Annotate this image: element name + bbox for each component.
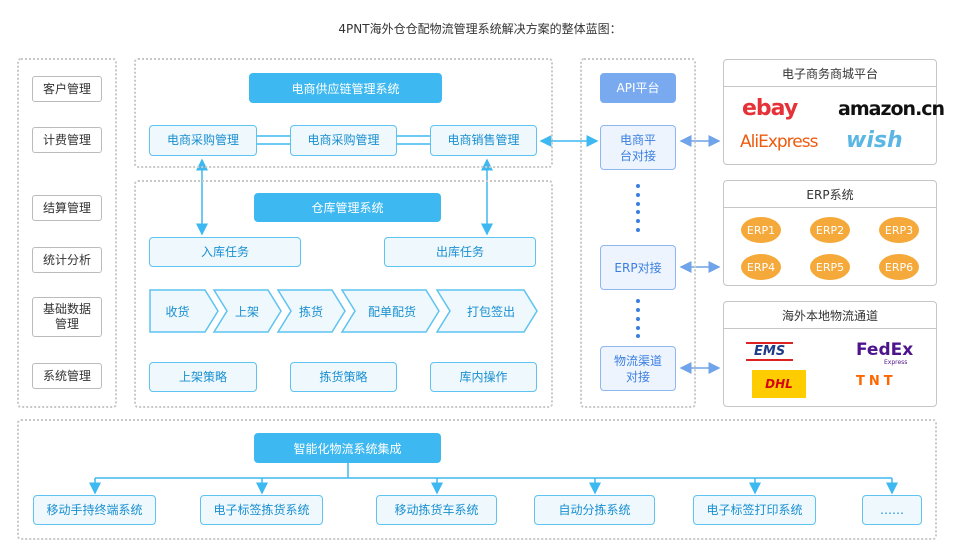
- menu-basic-data[interactable]: 基础数据管理: [32, 297, 102, 337]
- tnt-logo: TNT: [856, 374, 897, 389]
- erp-4: ERP4: [741, 254, 781, 280]
- erp-1: ERP1: [741, 217, 781, 243]
- left-menu-container: [17, 58, 117, 408]
- api-logistics: 物流渠道对接: [600, 346, 676, 391]
- menu-customer[interactable]: 客户管理: [32, 76, 102, 102]
- fedex-logo: FedEx: [856, 340, 914, 360]
- picking-strategy: 拣货策略: [290, 362, 397, 392]
- warehouse-header: 仓库管理系统: [254, 193, 441, 222]
- menu-billing[interactable]: 计费管理: [32, 127, 102, 153]
- flow-chevron-2: [212, 289, 282, 333]
- ecommerce-panel: 电子商务商城平台 ebay amazon.cn AliExpress wish: [723, 59, 945, 165]
- outbound-task: 出库任务: [384, 237, 536, 267]
- menu-settlement[interactable]: 结算管理: [32, 195, 102, 221]
- wish-logo: wish: [846, 128, 903, 153]
- warehouse-container: [134, 180, 553, 408]
- flow-chevron-5: [435, 289, 538, 333]
- ems-logo: EMS: [746, 342, 794, 361]
- supply-purchase-2: 电商采购管理: [290, 125, 397, 156]
- inbound-task: 入库任务: [149, 237, 301, 267]
- integration-picking-cart: 移动拣货车系统: [376, 495, 497, 525]
- fedex-express-label: Express: [884, 359, 908, 366]
- aliexpress-logo: AliExpress: [740, 132, 818, 152]
- flow-allocate: 配单配货: [367, 305, 416, 319]
- flow-chevron-3: [276, 289, 346, 333]
- integration-auto-sorting: 自动分拣系统: [534, 495, 655, 525]
- api-container: [580, 58, 696, 408]
- supply-chain-container: [134, 58, 553, 168]
- supply-purchase-1: 电商采购管理: [149, 125, 257, 156]
- in-warehouse-ops: 库内操作: [430, 362, 537, 392]
- flow-pick: 拣货: [298, 305, 323, 319]
- integration-container: [17, 419, 937, 540]
- integration-header: 智能化物流系统集成: [254, 433, 441, 463]
- integration-more: ……: [862, 495, 922, 525]
- supply-sales: 电商销售管理: [430, 125, 537, 156]
- erp-6: ERP6: [879, 254, 919, 280]
- ebay-logo: ebay: [742, 96, 798, 121]
- logistics-panel: 海外本地物流通道 EMS FedEx Express DHL TNT: [723, 301, 937, 407]
- menu-system[interactable]: 系统管理: [32, 363, 102, 389]
- ecommerce-title: 电子商务商城平台: [724, 60, 936, 87]
- supply-chain-header: 电商供应链管理系统: [249, 73, 442, 103]
- api-ecommerce: 电商平台对接: [600, 125, 676, 170]
- erp-title: ERP系统: [724, 181, 936, 208]
- page-title: 4PNT海外仓仓配物流管理系统解决方案的整体蓝图：: [338, 22, 622, 36]
- erp-5: ERP5: [810, 254, 850, 280]
- dhl-logo: DHL: [752, 370, 806, 398]
- erp-2: ERP2: [810, 217, 850, 243]
- flow-receive: 收货: [165, 305, 190, 319]
- api-platform-header: API平台: [600, 73, 676, 103]
- shelving-strategy: 上架策略: [149, 362, 257, 392]
- flow-pack-ship: 打包签出: [466, 305, 515, 319]
- integration-label-printing: 电子标签打印系统: [693, 495, 816, 525]
- erp-3: ERP3: [879, 217, 919, 243]
- flow-shelve: 上架: [234, 305, 259, 319]
- flow-chevron-1: [149, 289, 219, 333]
- integration-e-label-picking: 电子标签拣货系统: [200, 495, 323, 525]
- integration-handheld: 移动手持终端系统: [33, 495, 156, 525]
- api-erp: ERP对接: [600, 245, 676, 290]
- menu-statistics[interactable]: 统计分析: [32, 247, 102, 273]
- erp-panel: ERP系统 ERP1 ERP2 ERP3 ERP4 ERP5 ERP6: [723, 180, 937, 286]
- amazon-logo: amazon.cn: [838, 98, 945, 120]
- logistics-title: 海外本地物流通道: [724, 302, 936, 329]
- flow-chevron-4: [340, 289, 440, 333]
